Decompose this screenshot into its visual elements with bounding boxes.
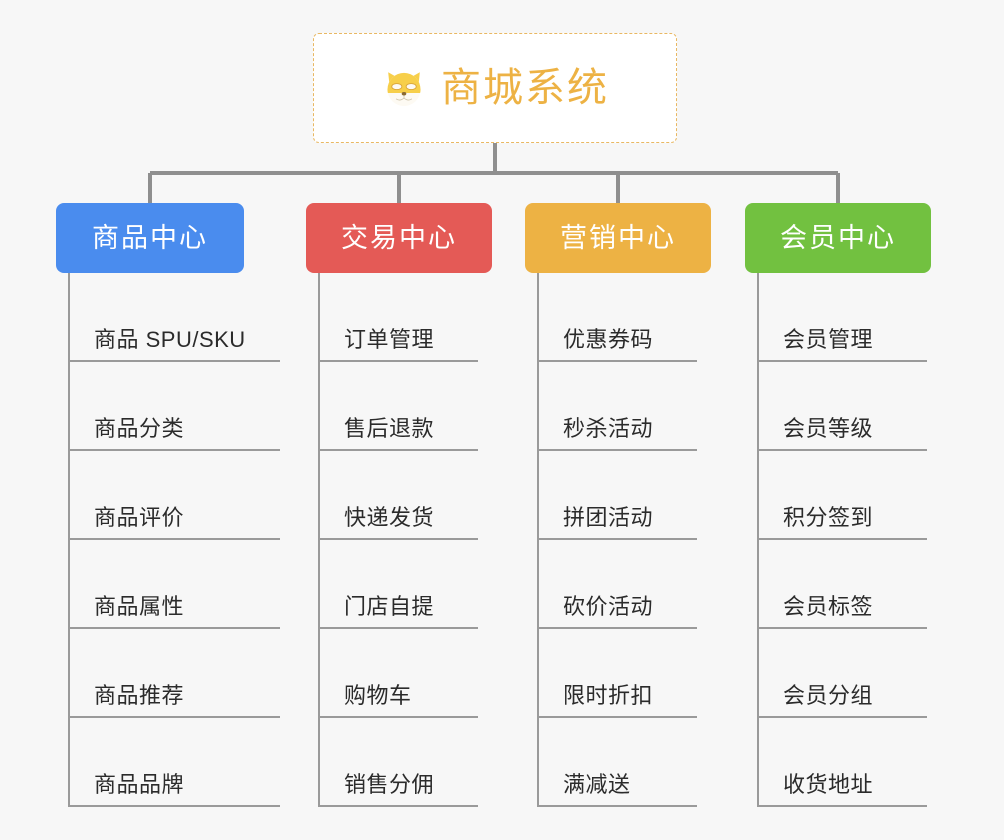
root-title: 商城系统 bbox=[441, 66, 609, 110]
branch-member-center: 会员中心 会员管理 会员等级 积分签到 会员标签 会员分组 收货地址 bbox=[745, 203, 931, 807]
leaf-node[interactable]: 购物车 bbox=[318, 629, 478, 718]
branch-items-0: 商品 SPU/SKU 商品分类 商品评价 商品属性 商品推荐 商品品牌 bbox=[56, 273, 280, 807]
leaf-label: 购物车 bbox=[344, 683, 412, 708]
leaf-label: 砍价活动 bbox=[563, 594, 654, 619]
leaf-label: 秒杀活动 bbox=[563, 416, 654, 441]
leaf-node[interactable]: 商品属性 bbox=[68, 540, 280, 629]
leaf-label: 会员等级 bbox=[783, 416, 874, 441]
leaf-label: 收货地址 bbox=[783, 772, 874, 797]
leaf-label: 会员标签 bbox=[783, 594, 874, 619]
leaf-node[interactable]: 门店自提 bbox=[318, 540, 478, 629]
branch-header-0[interactable]: 商品中心 bbox=[56, 203, 244, 273]
leaf-node[interactable]: 秒杀活动 bbox=[537, 362, 697, 451]
leaf-node[interactable]: 会员标签 bbox=[757, 540, 927, 629]
branch-items-2: 优惠券码 秒杀活动 拼团活动 砍价活动 限时折扣 满减送 bbox=[525, 273, 711, 807]
leaf-node[interactable]: 售后退款 bbox=[318, 362, 478, 451]
leaf-node[interactable]: 商品分类 bbox=[68, 362, 280, 451]
leaf-label: 拼团活动 bbox=[563, 505, 654, 530]
leaf-node[interactable]: 商品 SPU/SKU bbox=[68, 273, 280, 362]
leaf-label: 商品属性 bbox=[94, 594, 185, 619]
leaf-label: 订单管理 bbox=[344, 327, 435, 352]
leaf-label: 会员分组 bbox=[783, 683, 874, 708]
leaf-node[interactable]: 商品推荐 bbox=[68, 629, 280, 718]
branch-header-1[interactable]: 交易中心 bbox=[306, 203, 492, 273]
leaf-label: 优惠券码 bbox=[563, 327, 654, 352]
branch-header-label-1: 交易中心 bbox=[341, 222, 457, 253]
leaf-label: 销售分佣 bbox=[344, 772, 435, 797]
branch-header-label-0: 商品中心 bbox=[92, 222, 208, 253]
branch-header-3[interactable]: 会员中心 bbox=[745, 203, 931, 273]
leaf-label: 快递发货 bbox=[344, 505, 435, 530]
branch-items-1: 订单管理 售后退款 快递发货 门店自提 购物车 销售分佣 bbox=[306, 273, 492, 807]
leaf-label: 限时折扣 bbox=[563, 683, 654, 708]
leaf-node[interactable]: 商品品牌 bbox=[68, 718, 280, 807]
branch-header-2[interactable]: 营销中心 bbox=[525, 203, 711, 273]
leaf-node[interactable]: 订单管理 bbox=[318, 273, 478, 362]
leaf-node[interactable]: 优惠券码 bbox=[537, 273, 697, 362]
leaf-label: 商品 SPU/SKU bbox=[94, 327, 246, 352]
branch-product-center: 商品中心 商品 SPU/SKU 商品分类 商品评价 商品属性 商品推荐 商品品牌 bbox=[56, 203, 280, 807]
branch-marketing-center: 营销中心 优惠券码 秒杀活动 拼团活动 砍价活动 限时折扣 满减送 bbox=[525, 203, 711, 807]
branch-header-label-3: 会员中心 bbox=[780, 222, 896, 253]
leaf-label: 商品评价 bbox=[94, 505, 185, 530]
root-node[interactable]: 商城系统 bbox=[313, 33, 677, 143]
leaf-node[interactable]: 砍价活动 bbox=[537, 540, 697, 629]
leaf-node[interactable]: 会员等级 bbox=[757, 362, 927, 451]
leaf-label: 积分签到 bbox=[783, 505, 874, 530]
leaf-label: 门店自提 bbox=[344, 594, 435, 619]
leaf-node[interactable]: 销售分佣 bbox=[318, 718, 478, 807]
branch-items-3: 会员管理 会员等级 积分签到 会员标签 会员分组 收货地址 bbox=[745, 273, 931, 807]
leaf-node[interactable]: 积分签到 bbox=[757, 451, 927, 540]
dog-face-icon bbox=[387, 72, 421, 106]
leaf-node[interactable]: 会员分组 bbox=[757, 629, 927, 718]
leaf-node[interactable]: 满减送 bbox=[537, 718, 697, 807]
leaf-node[interactable]: 快递发货 bbox=[318, 451, 478, 540]
leaf-node[interactable]: 收货地址 bbox=[757, 718, 927, 807]
leaf-label: 商品分类 bbox=[94, 416, 185, 441]
leaf-label: 商品推荐 bbox=[94, 683, 185, 708]
leaf-label: 满减送 bbox=[563, 772, 631, 797]
leaf-node[interactable]: 会员管理 bbox=[757, 273, 927, 362]
leaf-label: 会员管理 bbox=[783, 327, 874, 352]
branch-transaction-center: 交易中心 订单管理 售后退款 快递发货 门店自提 购物车 销售分佣 bbox=[306, 203, 492, 807]
branch-header-label-2: 营销中心 bbox=[560, 222, 676, 253]
leaf-node[interactable]: 限时折扣 bbox=[537, 629, 697, 718]
leaf-node[interactable]: 商品评价 bbox=[68, 451, 280, 540]
leaf-label: 售后退款 bbox=[344, 416, 435, 441]
leaf-node[interactable]: 拼团活动 bbox=[537, 451, 697, 540]
leaf-label: 商品品牌 bbox=[94, 772, 185, 797]
